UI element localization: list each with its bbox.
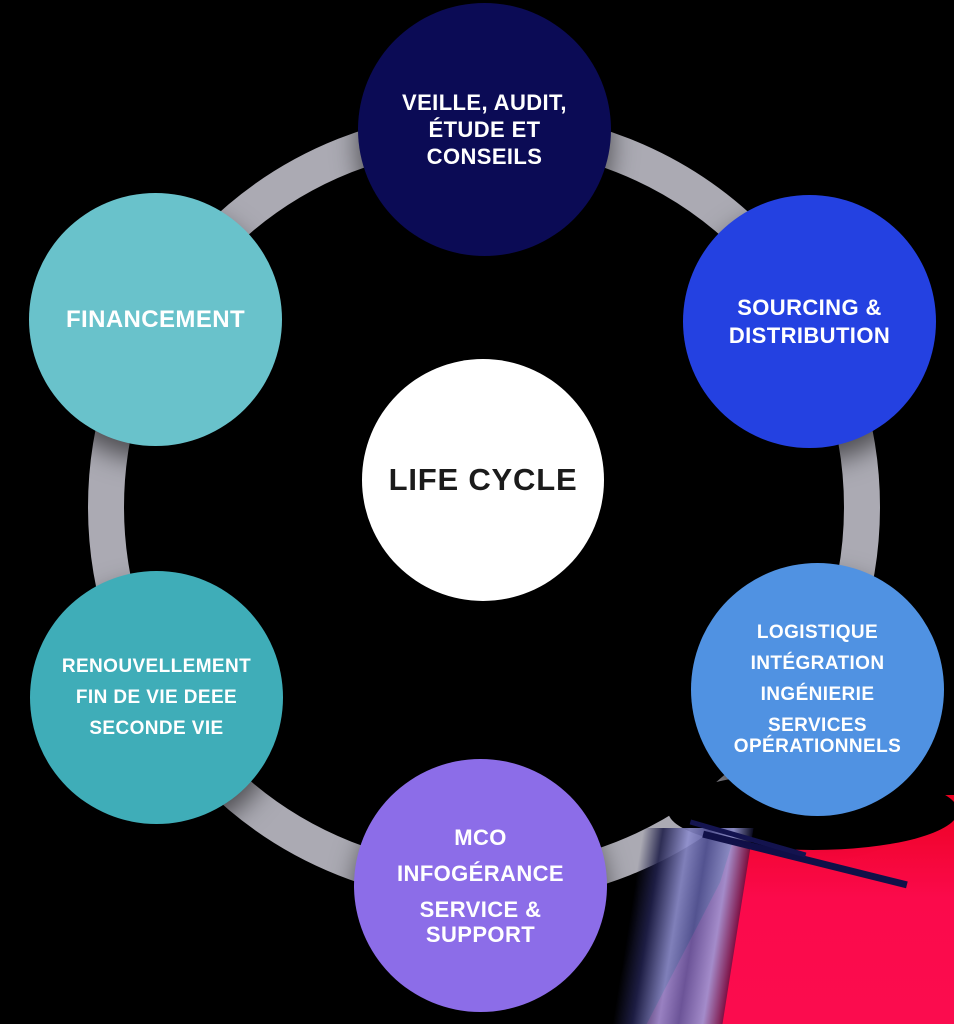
node-line: CONSEILS xyxy=(426,144,543,169)
node-line: ÉTUDE ET xyxy=(428,117,541,142)
node-line: SERVICE & xyxy=(419,896,542,922)
node-line: SERVICES xyxy=(768,715,867,736)
node-line: FIN DE VIE DEEE xyxy=(75,687,238,708)
center-label: LIFE CYCLE xyxy=(388,462,578,497)
center-life-cycle-circle: LIFE CYCLE xyxy=(362,359,604,601)
node-line: INTÉGRATION xyxy=(750,653,885,674)
node-veille-audit-etude-conseils: VEILLE, AUDIT, ÉTUDE ET CONSEILS xyxy=(358,3,611,256)
node-renouvellement-fin-de-vie-seconde-vie: RENOUVELLEMENT FIN DE VIE DEEE SECONDE V… xyxy=(30,571,283,824)
node-line: INGÉNIERIE xyxy=(760,684,875,705)
node-line: SECONDE VIE xyxy=(89,718,224,739)
node-line: LOGISTIQUE xyxy=(756,622,879,643)
node-line: MCO xyxy=(454,824,507,850)
node-sourcing-distribution: SOURCING & DISTRIBUTION xyxy=(683,195,936,448)
node-line: INFOGÉRANCE xyxy=(397,860,564,886)
node-line: SUPPORT xyxy=(425,921,536,947)
node-line: VEILLE, AUDIT, xyxy=(402,90,567,115)
node-line: FINANCEMENT xyxy=(65,305,246,333)
node-mco-infogerance-service-support: MCO INFOGÉRANCE SERVICE & SUPPORT xyxy=(354,759,607,1012)
node-logistique-integration-ingenierie-services: LOGISTIQUE INTÉGRATION INGÉNIERIE SERVIC… xyxy=(691,563,944,816)
node-line: SOURCING & xyxy=(737,294,882,320)
node-line: RENOUVELLEMENT xyxy=(61,656,252,677)
node-line: OPÉRATIONNELS xyxy=(733,736,902,757)
node-line: DISTRIBUTION xyxy=(728,322,891,348)
node-financement: FINANCEMENT xyxy=(29,193,282,446)
